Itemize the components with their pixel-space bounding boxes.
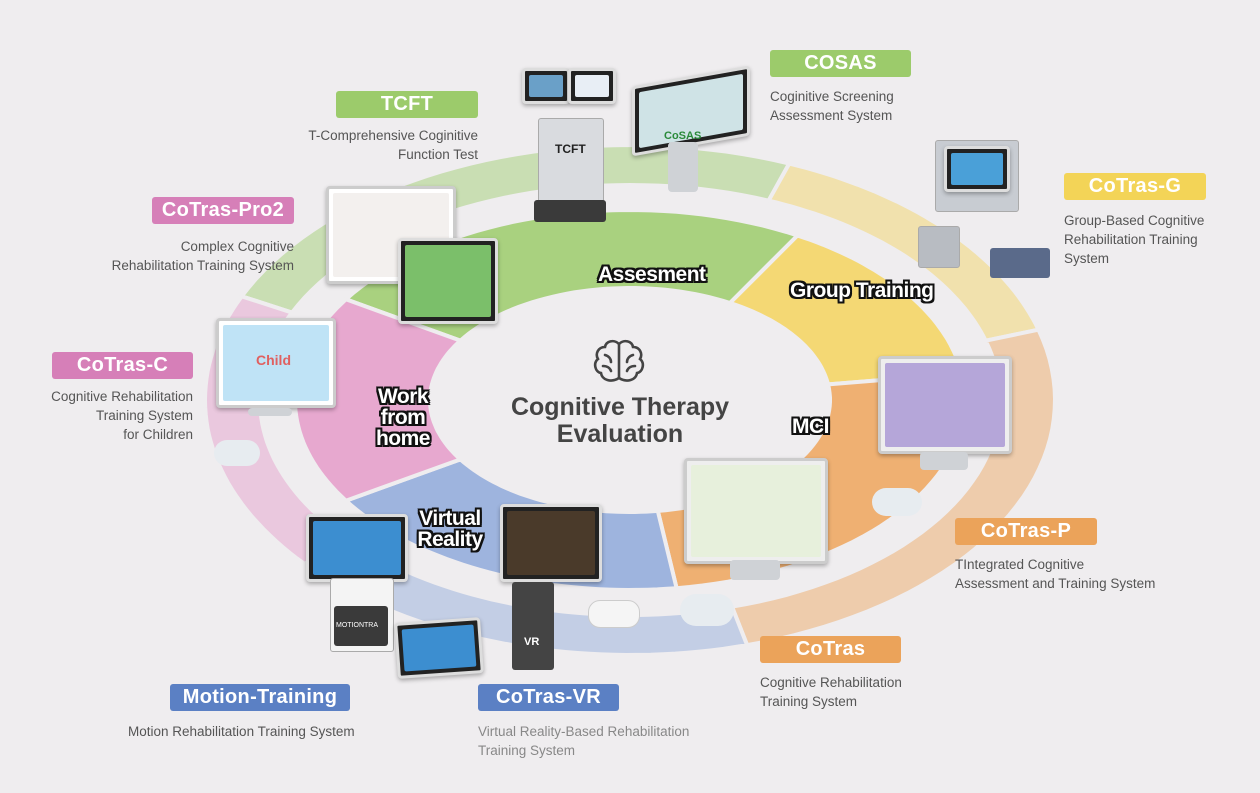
motion-training-badge: Motion-Training bbox=[170, 684, 350, 711]
brain-icon bbox=[593, 339, 645, 382]
sector-label-group-training: Group Training bbox=[790, 279, 934, 302]
cosas-description: Coginitive Screening Assessment System bbox=[770, 89, 894, 123]
cotras-p-badge: CoTras-P bbox=[955, 518, 1097, 545]
center-title-line2: Evaluation bbox=[556, 420, 684, 448]
cotras-vr-badge: CoTras-VR bbox=[478, 684, 619, 711]
cotras-description: Cognitive Rehabilitation Training System bbox=[760, 675, 902, 709]
sector-label-work: Work bbox=[377, 385, 429, 408]
cotras-badge: CoTras bbox=[760, 636, 901, 663]
cosas-kiosk-label: CoSAS bbox=[664, 130, 702, 142]
inner-band-work-from-home bbox=[292, 296, 465, 504]
sector-label-assessment: Assesment bbox=[598, 263, 706, 286]
cotras-c-badge: CoTras-C bbox=[52, 352, 193, 379]
sector-label-mci: MCI bbox=[792, 415, 830, 438]
motion-training-description: Motion Rehabilitation Training System bbox=[128, 724, 355, 739]
cotras-pro2-description: Complex Cognitive Rehabilitation Trainin… bbox=[111, 239, 294, 273]
cotras-p-description: TIntegrated Cognitive Assessment and Tra… bbox=[955, 557, 1156, 591]
cotras-c-description: Cognitive Rehabilitation Training System… bbox=[51, 389, 193, 442]
motion-cabinet-label: MOTIONTRA bbox=[336, 622, 378, 629]
tcft-description: T-Comprehensive Coginitive Function Test bbox=[308, 128, 478, 162]
tcft-badge: TCFT bbox=[336, 91, 478, 118]
center-title-line1: Cognitive Therapy bbox=[510, 393, 730, 421]
sector-label-from: from bbox=[380, 406, 426, 429]
vr-cabinet-label: VR bbox=[524, 636, 540, 648]
center-title: Cognitive Therapy Evaluation bbox=[480, 394, 760, 448]
sector-label-virtual: Virtual bbox=[419, 507, 481, 530]
sector-label-virtual-reality: Virtual Reality bbox=[414, 508, 486, 550]
sector-label-reality: Reality bbox=[417, 528, 483, 551]
tcft-cart-label: TCFT bbox=[555, 142, 586, 156]
sector-label-home: home bbox=[375, 427, 431, 450]
child-screen-label: Child bbox=[256, 352, 291, 368]
cosas-badge: COSAS bbox=[770, 50, 911, 77]
cotras-g-description: Group-Based Cognitive Rehabilitation Tra… bbox=[1064, 213, 1205, 266]
cotras-g-badge: CoTras-G bbox=[1064, 173, 1206, 200]
cotras-pro2-badge: CoTras-Pro2 bbox=[152, 197, 294, 224]
sector-label-work-from-home: Work from home bbox=[370, 386, 436, 449]
cotras-vr-description: Virtual Reality-Based Rehabilitation Tra… bbox=[478, 724, 690, 758]
